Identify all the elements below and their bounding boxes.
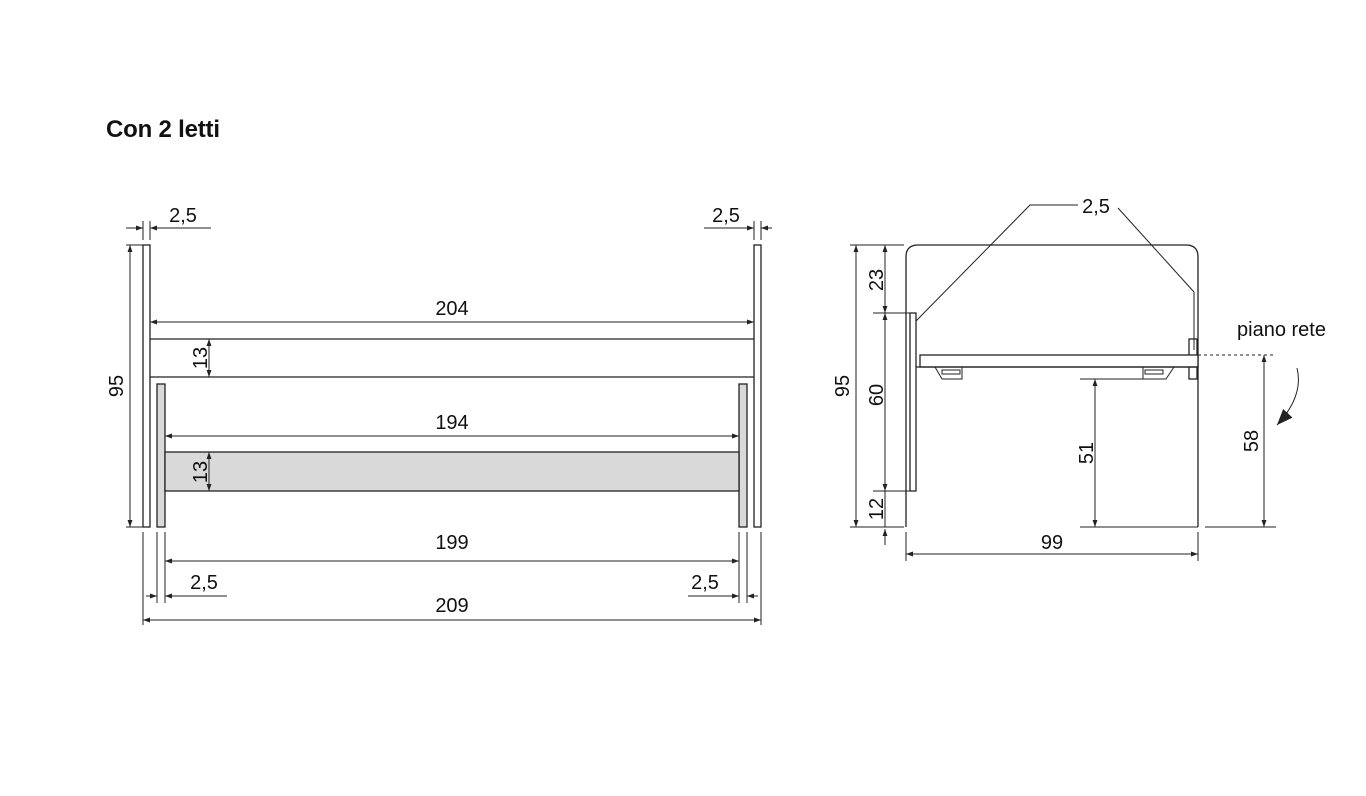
dim-rete-height-label: 58 — [1241, 430, 1263, 452]
dim-lower-rail-label: 13 — [190, 461, 212, 483]
dim-total-width-label: 209 — [435, 595, 468, 617]
dim-bottom-left-label: 2,5 — [190, 572, 218, 594]
right-outer-panel — [753, 244, 762, 528]
dim-panel-label: 2,5 — [1082, 196, 1110, 218]
left-bracket — [934, 366, 963, 380]
dim-inner-height-label: 51 — [1076, 442, 1098, 464]
dim-middle-label: 60 — [866, 384, 888, 406]
left-outer-panel — [142, 244, 151, 528]
side-front-panel — [909, 312, 917, 492]
right-inner-panel — [738, 383, 748, 528]
dim-bottom-label: 12 — [866, 498, 888, 520]
dim-upper-rail-label: 13 — [190, 347, 212, 369]
side-view: 2,5 95 23 60 12 51 99 58 piano rete — [832, 196, 1326, 561]
dim-upper-width-label: 204 — [435, 298, 468, 320]
page-title: Con 2 letti — [106, 116, 220, 143]
dim-top-right-label: 2,5 — [712, 205, 740, 227]
dim-middle-width-label: 194 — [435, 412, 468, 434]
dim-lower-width-label: 199 — [435, 532, 468, 554]
dim-top-left-label: 2,5 — [169, 205, 197, 227]
dim-side-height-label: 95 — [832, 375, 854, 397]
rete-pointer-arrow — [1276, 367, 1299, 426]
dim-top-label: 23 — [866, 269, 888, 291]
lower-rail — [164, 451, 740, 492]
side-frame — [905, 244, 1199, 527]
rete-label: piano rete — [1237, 319, 1326, 341]
right-bracket — [1142, 366, 1175, 380]
dim-depth-label: 99 — [1041, 532, 1063, 554]
mattress-base — [919, 354, 1199, 368]
leader-left — [915, 204, 1078, 322]
left-inner-panel — [156, 383, 166, 528]
dim-bottom-right-label: 2,5 — [691, 572, 719, 594]
dim-height-label: 95 — [106, 375, 128, 397]
front-view: 95 2,5 2,5 204 13 194 13 199 — [106, 205, 772, 625]
